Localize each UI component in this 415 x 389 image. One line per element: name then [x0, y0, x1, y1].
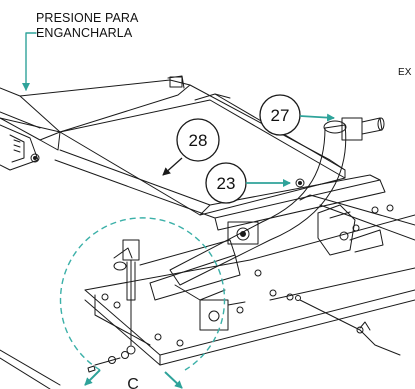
- callout-23-label: 23: [217, 174, 236, 193]
- arm-clamp: [317, 204, 384, 256]
- callout-28: 28: [162, 118, 220, 176]
- lower-frame: [0, 194, 415, 389]
- press-leader-arrow: [22, 32, 37, 91]
- lower-tube: [139, 239, 241, 301]
- detail-circle: C: [59, 217, 226, 389]
- press-instruction-line1: PRESIONE PARA: [36, 11, 139, 25]
- pivot-bracket: [227, 178, 305, 245]
- cross-rail: [54, 149, 386, 231]
- callout-27: 27: [259, 94, 335, 136]
- cable: [299, 299, 401, 356]
- lower-bracket: [199, 299, 246, 331]
- left-bracket: [0, 124, 40, 171]
- callout-28-label: 28: [189, 131, 208, 150]
- top-rail: [0, 75, 191, 151]
- press-instruction-line2: ENGANCHARLA: [36, 26, 133, 40]
- bolt-group: [101, 204, 394, 364]
- callout-27-label: 27: [271, 106, 290, 125]
- gas-strut: [113, 239, 140, 355]
- curved-arm: [169, 117, 385, 286]
- detail-letter: C: [127, 376, 139, 389]
- callout-23: 23: [205, 162, 291, 204]
- detail-screw: [87, 357, 121, 373]
- cropped-edge-text: EX: [398, 67, 412, 78]
